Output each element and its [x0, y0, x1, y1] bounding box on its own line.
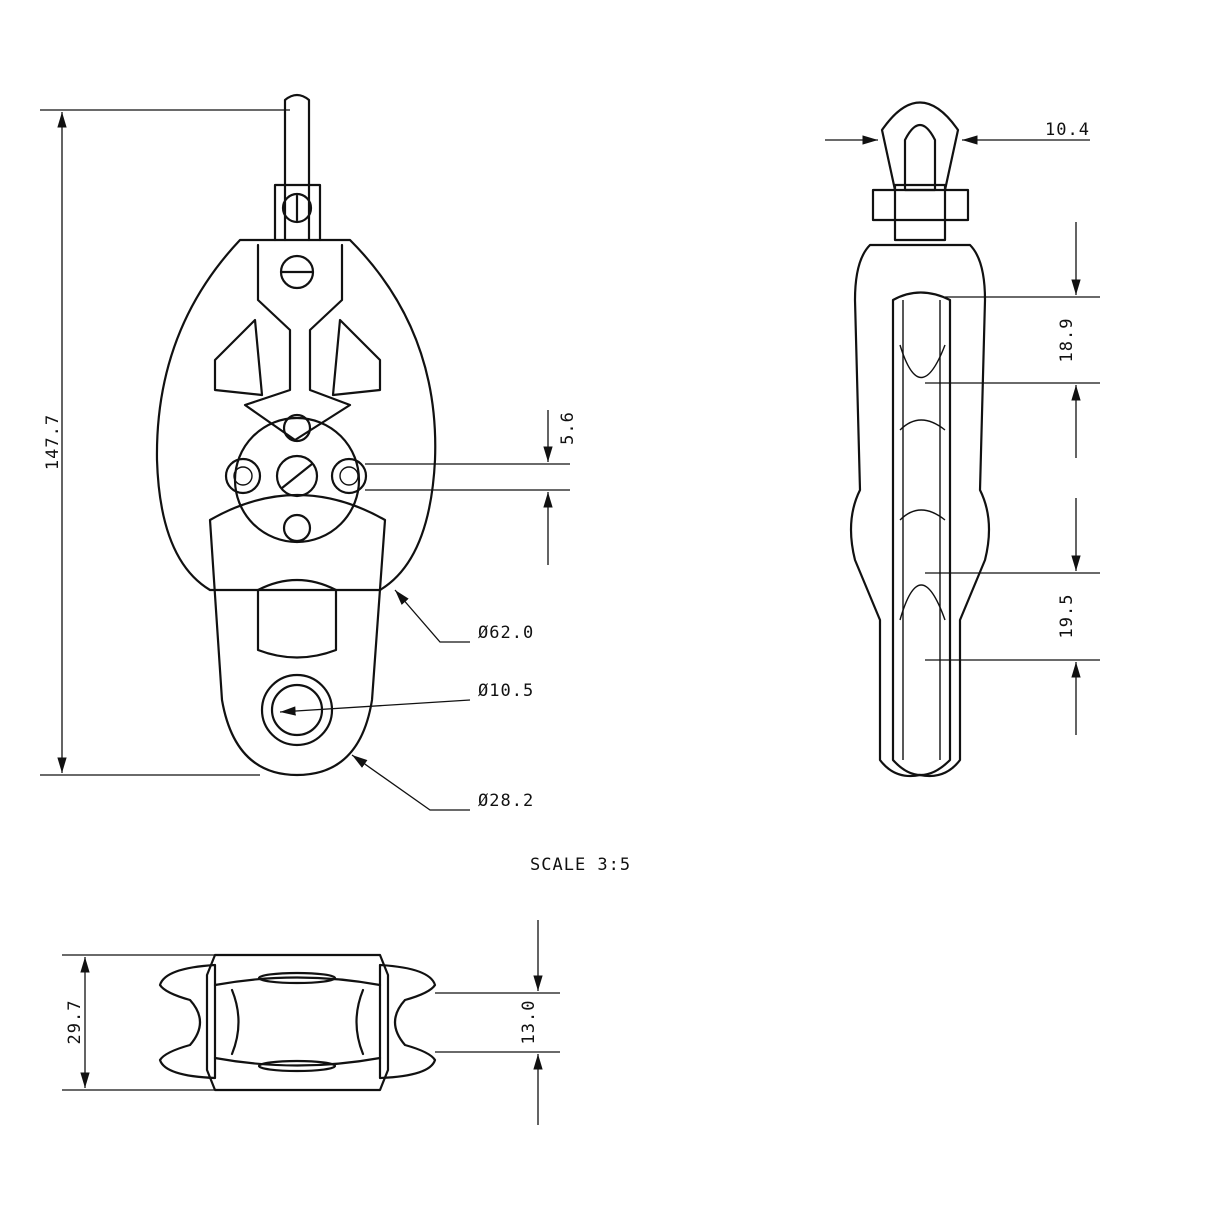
swivel-head	[273, 183, 322, 242]
right-cutout	[331, 318, 382, 397]
dim-sheave-diameter: Ø62.0	[478, 623, 534, 643]
front-view: 147.7 5.6 Ø62.0 Ø10.5 Ø28.2	[40, 93, 578, 811]
becket-slot	[256, 578, 338, 659]
dim-bore-diameter: Ø10.5	[478, 681, 534, 701]
dim-pin-offset: 5.6	[558, 411, 578, 445]
dim-overall-height: 147.7	[43, 414, 63, 470]
side-sheave	[891, 291, 952, 776]
dim-groove-width: 13.0	[519, 1000, 539, 1045]
becket-bore	[270, 683, 324, 737]
side-view: 10.4 18.9 19.5	[825, 101, 1100, 778]
scale-label: SCALE 3:5	[530, 855, 631, 875]
dim-head-diameter: Ø28.2	[478, 791, 534, 811]
shackle-pin	[283, 93, 311, 242]
bottom-view: 29.7 13.0	[62, 920, 560, 1125]
side-shackle	[880, 101, 960, 192]
center-strap	[243, 243, 352, 442]
dim-overall-width: 29.7	[65, 1000, 85, 1045]
left-cutout	[213, 318, 264, 397]
bottom-body	[205, 953, 390, 1092]
becket	[208, 493, 387, 777]
dim-shackle-width: 10.4	[1045, 120, 1090, 140]
dim-lower-groove: 19.5	[1057, 594, 1077, 639]
dim-upper-groove: 18.9	[1057, 318, 1077, 363]
